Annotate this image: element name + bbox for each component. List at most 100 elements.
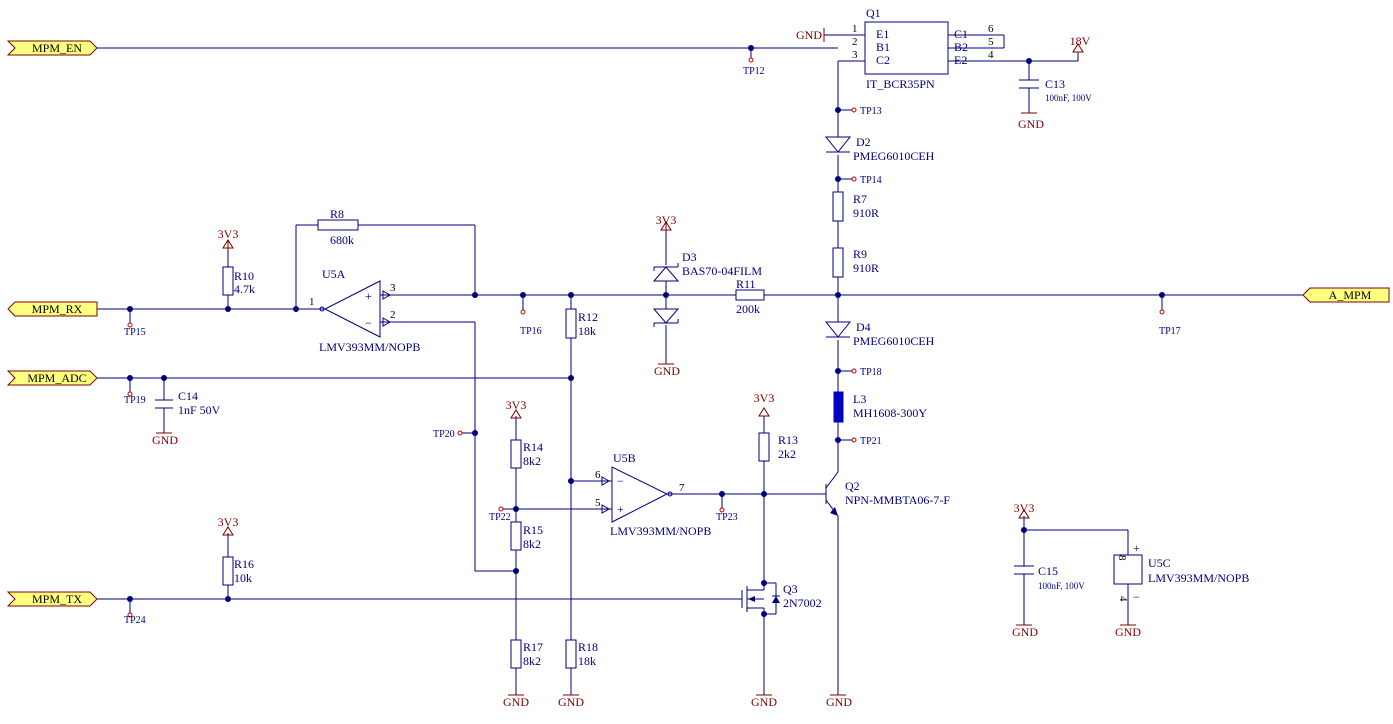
testpoint-tp13[interactable] <box>851 107 857 113</box>
junction <box>472 430 478 436</box>
testpoint-tp14[interactable] <box>851 176 857 182</box>
component-r8[interactable]: R8 680k <box>317 207 359 247</box>
junction <box>719 491 725 497</box>
c13-value: 100nF, 100V <box>1045 93 1092 103</box>
gnd-r17: GND <box>503 694 529 709</box>
component-d4[interactable]: D4 PMEG6010CEH <box>824 320 935 348</box>
q1-pin: 4 <box>988 49 994 61</box>
tp16-label: TP16 <box>520 326 542 337</box>
junction <box>748 45 754 51</box>
testpoint-tp20[interactable] <box>457 430 463 436</box>
testpoint-tp24[interactable] <box>127 612 133 618</box>
junctions <box>127 45 1165 617</box>
u5c-ref: U5C <box>1148 556 1171 570</box>
component-l3[interactable]: L3 MH1608-300Y <box>833 391 927 423</box>
component-r11[interactable]: R11 200k <box>735 277 765 316</box>
port-mpm-adc[interactable]: MPM_ADC <box>6 370 98 386</box>
junction <box>513 506 519 512</box>
u5a-plus: + <box>365 289 372 303</box>
junction <box>568 478 574 484</box>
component-c14[interactable]: C14 1nF 50V <box>155 389 221 417</box>
testpoint-tp22[interactable] <box>498 506 504 512</box>
component-u5b[interactable]: − + U5B LMV393MM/NOPB 6 5 7 <box>595 451 711 538</box>
testpoint-tp12[interactable] <box>748 57 754 63</box>
tp23-label: TP23 <box>716 512 738 523</box>
junction <box>835 368 841 374</box>
component-q3[interactable]: Q3 2N7002 <box>741 582 822 615</box>
u5b-pin: 5 <box>595 497 601 509</box>
junction <box>513 568 519 574</box>
testpoints <box>127 57 1165 618</box>
d2-value: PMEG6010CEH <box>853 149 935 163</box>
component-r17[interactable]: R17 8k2 <box>510 639 543 669</box>
junction <box>568 375 574 381</box>
port-mpm-rx[interactable]: MPM_RX <box>7 301 98 317</box>
port-mpm-tx[interactable]: MPM_TX <box>6 591 98 607</box>
testpoint-tp23[interactable] <box>719 507 725 513</box>
q1-pin-name: E2 <box>954 53 967 67</box>
component-r9[interactable]: R9 910R <box>832 247 879 278</box>
component-r16[interactable]: R16 10k <box>222 556 254 586</box>
tp15-label: TP15 <box>124 327 146 338</box>
testpoint-tp21[interactable] <box>851 437 857 443</box>
u5c-minus: − <box>1133 590 1140 604</box>
gnd-label: GND <box>826 695 852 709</box>
port-a-mpm[interactable]: A_MPM <box>1302 287 1390 303</box>
component-q2[interactable]: Q2 NPN-MMBTA06-7-F <box>825 471 950 520</box>
component-d3[interactable]: D3 BAS70-04FILM <box>652 250 762 327</box>
testpoint-tp17[interactable] <box>1159 309 1165 315</box>
power-3v3-r10: 3V3 <box>218 227 238 250</box>
component-r7[interactable]: R7 910R <box>832 191 879 222</box>
gnd-r18: GND <box>558 694 584 709</box>
r13-value: 2k2 <box>778 447 796 461</box>
junction <box>835 176 841 182</box>
junction <box>293 306 299 312</box>
r17-ref: R17 <box>523 640 543 654</box>
q1-part: IT_BCR35PN <box>866 77 935 91</box>
d2-ref: D2 <box>856 135 871 149</box>
junction <box>225 306 231 312</box>
gnd-label: GND <box>796 28 822 42</box>
testpoint-tp15[interactable] <box>127 322 133 328</box>
power-label: 3V3 <box>1014 501 1035 515</box>
port-mpm-en[interactable]: MPM_EN <box>6 40 98 56</box>
component-r13[interactable]: R13 2k2 <box>758 432 798 462</box>
component-r18[interactable]: R18 18k <box>565 639 598 669</box>
q1-ref: Q1 <box>866 6 881 20</box>
u5c-plus: + <box>1133 541 1140 555</box>
component-r12[interactable]: R12 18k <box>565 308 598 339</box>
component-q1[interactable]: Q1 IT_BCR35PN 1 2 3 6 5 4 E1 B1 C2 C1 B2… <box>852 6 994 91</box>
component-c15[interactable]: C15 100nF, 100V <box>1014 564 1085 591</box>
r18-ref: R18 <box>578 640 598 654</box>
component-r15[interactable]: R15 8k2 <box>510 521 543 551</box>
c15-ref: C15 <box>1038 564 1058 578</box>
testpoint-tp18[interactable] <box>851 368 857 374</box>
component-r14[interactable]: R14 8k2 <box>510 439 543 469</box>
component-d2[interactable]: D2 PMEG6010CEH <box>824 135 935 163</box>
u5c-value: LMV393MM/NOPB <box>1148 571 1249 585</box>
d3-value: BAS70-04FILM <box>682 264 762 278</box>
power-3v3-d3: 3V3 <box>656 213 677 231</box>
l3-ref: L3 <box>853 392 866 406</box>
component-c13[interactable]: C13 100nF, 100V <box>1019 77 1092 103</box>
r17-value: 8k2 <box>523 654 541 668</box>
q3-ref: Q3 <box>783 582 798 596</box>
testpoint-tp16[interactable] <box>520 309 526 315</box>
junction <box>835 292 841 298</box>
power-3v3-r14: 3V3 <box>506 398 526 419</box>
power-label: 3V3 <box>656 213 677 227</box>
component-r10[interactable]: R10 4.7k <box>222 266 255 296</box>
gnd-label: GND <box>558 695 584 709</box>
junction <box>127 596 133 602</box>
l3-value: MH1608-300Y <box>853 406 927 420</box>
testpoint-tp19[interactable] <box>127 391 133 397</box>
gnd-label: GND <box>1018 117 1044 131</box>
gnd-label: GND <box>654 364 680 378</box>
gnd-q2: GND <box>826 694 852 709</box>
junction <box>161 375 167 381</box>
q1-pin-name: C1 <box>954 27 968 41</box>
tp24-label: TP24 <box>124 615 146 626</box>
component-u5c[interactable]: 8 4 + − U5C LMV393MM/NOPB <box>1113 541 1249 604</box>
q1-pin-name: B1 <box>876 40 890 54</box>
component-u5a[interactable]: + − U5A LMV393MM/NOPB 1 3 2 <box>309 267 420 354</box>
